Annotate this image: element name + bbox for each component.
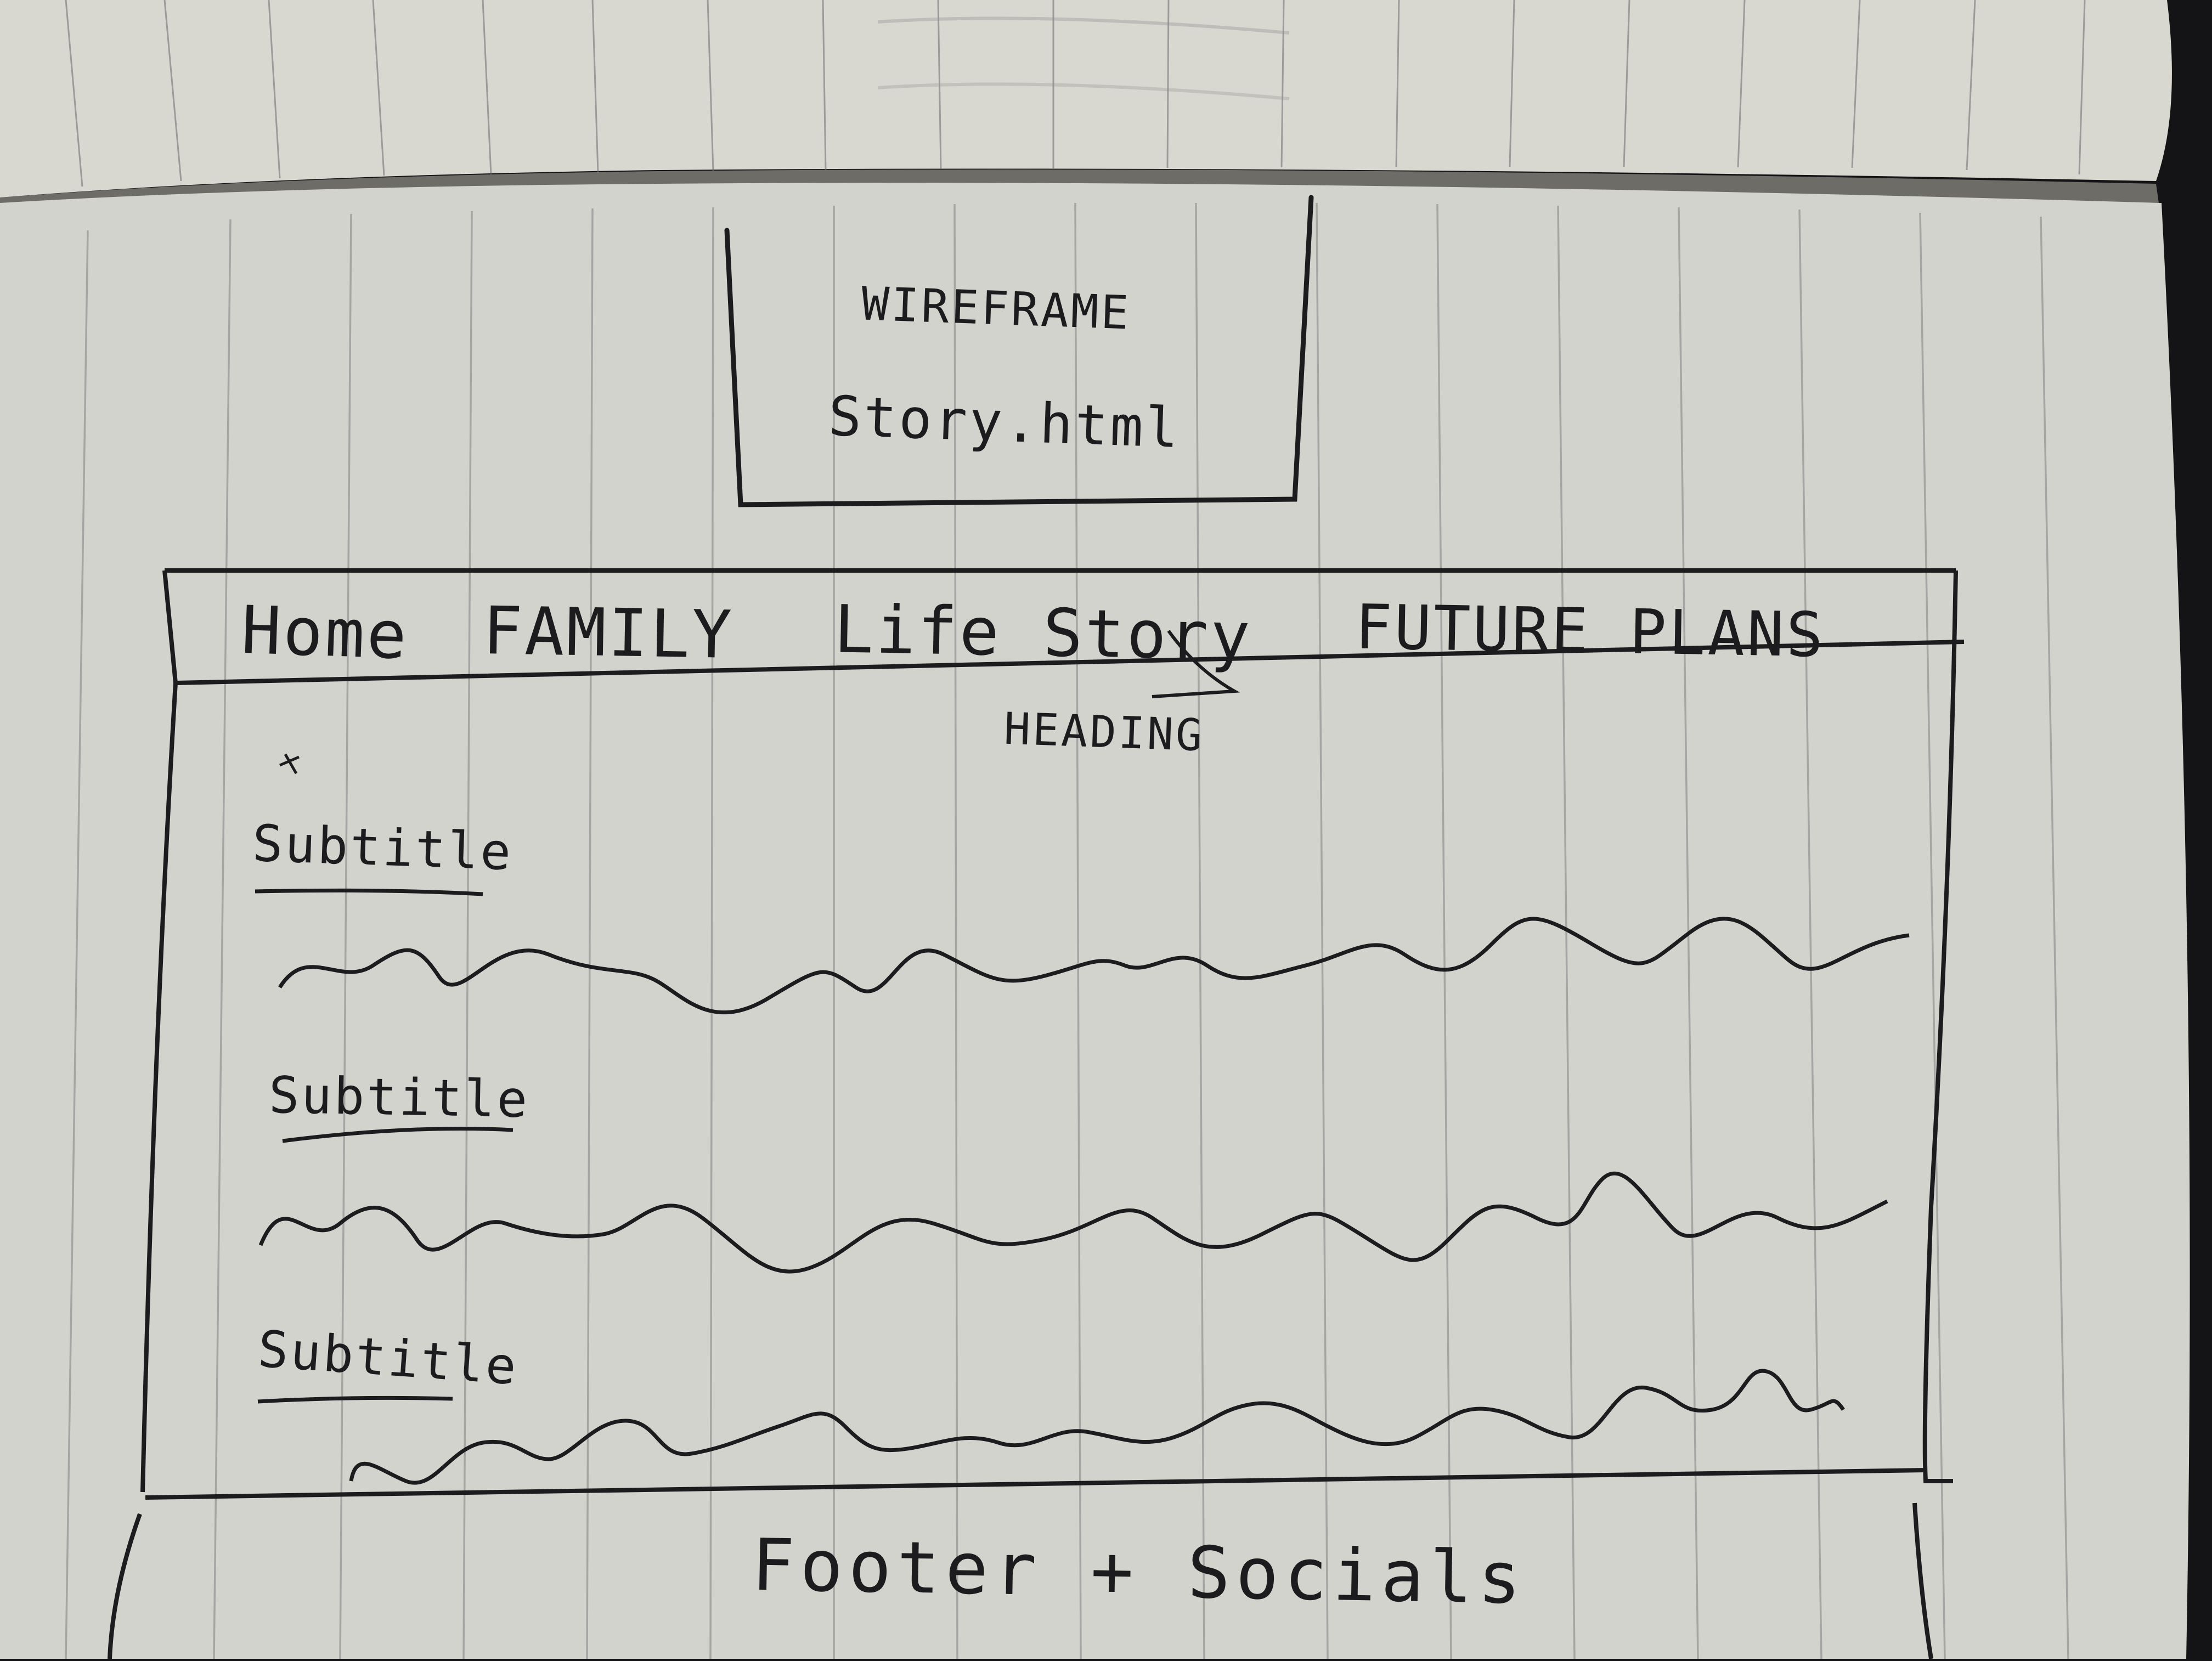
paragraph-line-3 (349, 1369, 1845, 1485)
frame-left-lower (108, 1513, 142, 1659)
subtitle-underline-1 (255, 888, 483, 896)
subtitle-1: Subtitle (251, 813, 514, 882)
nav-arrow (1152, 630, 1240, 698)
page-heading: HEADING (1003, 703, 1205, 761)
page-rules (65, 202, 2069, 1659)
frame-right-edge (1922, 570, 1958, 1483)
frame-right-lower (1912, 1502, 1933, 1659)
back-page (0, 0, 2172, 197)
back-page-rules (65, 0, 2086, 187)
paragraph-line-1 (278, 917, 1910, 1015)
subtitle-underline-2 (282, 1127, 514, 1143)
paragraph-line-2 (258, 1171, 1888, 1274)
nav-item-home[interactable]: Home (240, 592, 410, 675)
stray-mark (279, 753, 300, 775)
main-page (0, 183, 2190, 1659)
page-shadow (0, 169, 2159, 217)
nav-item-family[interactable]: FAMILY (482, 593, 735, 674)
subtitle-2: Subtitle (268, 1065, 531, 1129)
frame-left-edge (140, 682, 178, 1493)
footer-label: Footer + Socials (751, 1523, 1527, 1620)
sketch-title-wireframe: WIREFRAME (860, 276, 1132, 340)
nav-item-future-plans[interactable]: FUTURE PLANS (1354, 591, 1826, 671)
sketch-title-filename: Story.html (827, 383, 1182, 461)
nav-item-life-story[interactable]: Life Story (833, 591, 1253, 675)
faint-back-writing-2 (877, 82, 1290, 100)
subtitle-underline-3 (257, 1396, 453, 1404)
faint-back-writing (877, 16, 1290, 35)
title-box (724, 195, 1314, 507)
footer-divider (145, 1468, 1926, 1500)
